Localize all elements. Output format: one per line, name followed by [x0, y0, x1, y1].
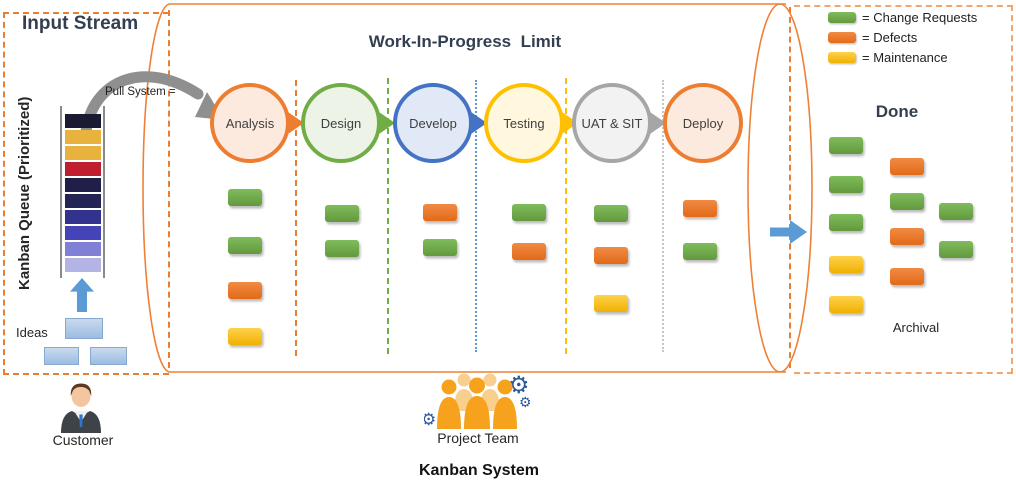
green-card: [228, 237, 262, 254]
done-frame: [794, 5, 1013, 374]
stage-design: Design: [301, 83, 381, 163]
orange-card: [423, 204, 457, 221]
stage-label: Testing: [503, 115, 545, 131]
green-card: [423, 239, 457, 256]
legend-item: = Maintenance: [828, 50, 977, 65]
legend-item: = Change Requests: [828, 10, 977, 25]
ideas-label: Ideas: [16, 325, 48, 340]
input-stream-frame: [3, 12, 169, 375]
green-card: [829, 137, 863, 154]
queue-item-bar: [65, 114, 101, 128]
pipe-right-rim-line: [789, 7, 791, 368]
green-card: [939, 241, 973, 258]
orange-card: [594, 247, 628, 264]
yellow-card: [829, 256, 863, 273]
stage-label: Analysis: [225, 115, 275, 131]
project-team-label: Project Team: [437, 430, 519, 446]
gear-icon: ⚙: [519, 394, 530, 410]
idea-card: [65, 318, 103, 339]
separator-design-develop: [387, 78, 389, 354]
orange-card: [890, 228, 924, 245]
orange-swatch-icon: [828, 32, 856, 43]
legend-item: = Defects: [828, 30, 977, 45]
green-card: [594, 205, 628, 222]
wip-limit-title: Work-In-Progress Limit: [368, 32, 562, 51]
queue-rail-left: [60, 106, 62, 278]
green-card: [228, 189, 262, 206]
done-title: Done: [875, 102, 919, 121]
queue-item-bar: [65, 178, 101, 192]
queue-item-bar: [65, 130, 101, 144]
gear-icon: ⚙: [508, 372, 530, 399]
stage-deploy: Deploy: [663, 83, 743, 163]
yellow-swatch-icon: [828, 52, 856, 63]
separator-uat-deploy: [662, 80, 664, 352]
legend: = Change Requests = Defects = Maintenance: [828, 10, 977, 65]
queue-item-bar: [65, 162, 101, 176]
archival-label: Archival: [892, 320, 940, 335]
orange-card: [683, 200, 717, 217]
kanban-queue-label: Kanban Queue (Prioritized): [16, 96, 33, 290]
separator-analysis-design: [295, 80, 297, 356]
stage-label: Develop: [409, 115, 457, 131]
stage-uat-sit: UAT & SIT: [572, 83, 652, 163]
green-swatch-icon: [828, 12, 856, 23]
stage-testing: Testing: [484, 83, 564, 163]
gear-icon: ⚙: [424, 410, 436, 429]
queue-item-bar: [65, 194, 101, 208]
yellow-card: [228, 328, 262, 345]
green-card: [939, 203, 973, 220]
green-card: [325, 240, 359, 257]
queue-item-bar: [65, 226, 101, 240]
stage-develop: Develop: [393, 83, 473, 163]
customer-icon: [61, 383, 101, 433]
idea-card: [90, 347, 127, 365]
pipe-left-rim-line: [168, 10, 170, 368]
kanban-system-title: Kanban System: [418, 462, 540, 479]
green-card: [512, 204, 546, 221]
legend-label: = Change Requests: [862, 10, 978, 25]
yellow-card: [829, 296, 863, 313]
green-card: [683, 243, 717, 260]
green-card: [829, 176, 863, 193]
stage-analysis: Analysis: [210, 83, 290, 163]
stage-label: Deploy: [682, 115, 724, 131]
stage-label: Design: [320, 115, 362, 131]
legend-label: = Maintenance: [862, 50, 948, 65]
queue-item-bar: [65, 242, 101, 256]
stage-label: UAT & SIT: [581, 115, 643, 131]
project-team-icon: ⚙ ⚙ ⚙: [424, 372, 530, 429]
queue-rail-right: [103, 106, 105, 278]
green-card: [890, 193, 924, 210]
separator-develop-testing: [475, 80, 477, 352]
orange-card: [512, 243, 546, 260]
green-card: [325, 205, 359, 222]
pull-system-label: Pull System =: [105, 86, 176, 98]
idea-card: [44, 347, 79, 365]
orange-card: [890, 158, 924, 175]
orange-card: [228, 282, 262, 299]
queue-item-bar: [65, 210, 101, 224]
customer-label: Customer: [52, 432, 114, 448]
orange-card: [890, 268, 924, 285]
green-card: [829, 214, 863, 231]
yellow-card: [594, 295, 628, 312]
legend-label: = Defects: [862, 30, 918, 45]
queue-item-bar: [65, 258, 101, 272]
queue-item-bar: [65, 146, 101, 160]
separator-testing-uat: [565, 78, 567, 354]
input-stream-title: Input Stream: [22, 13, 139, 34]
